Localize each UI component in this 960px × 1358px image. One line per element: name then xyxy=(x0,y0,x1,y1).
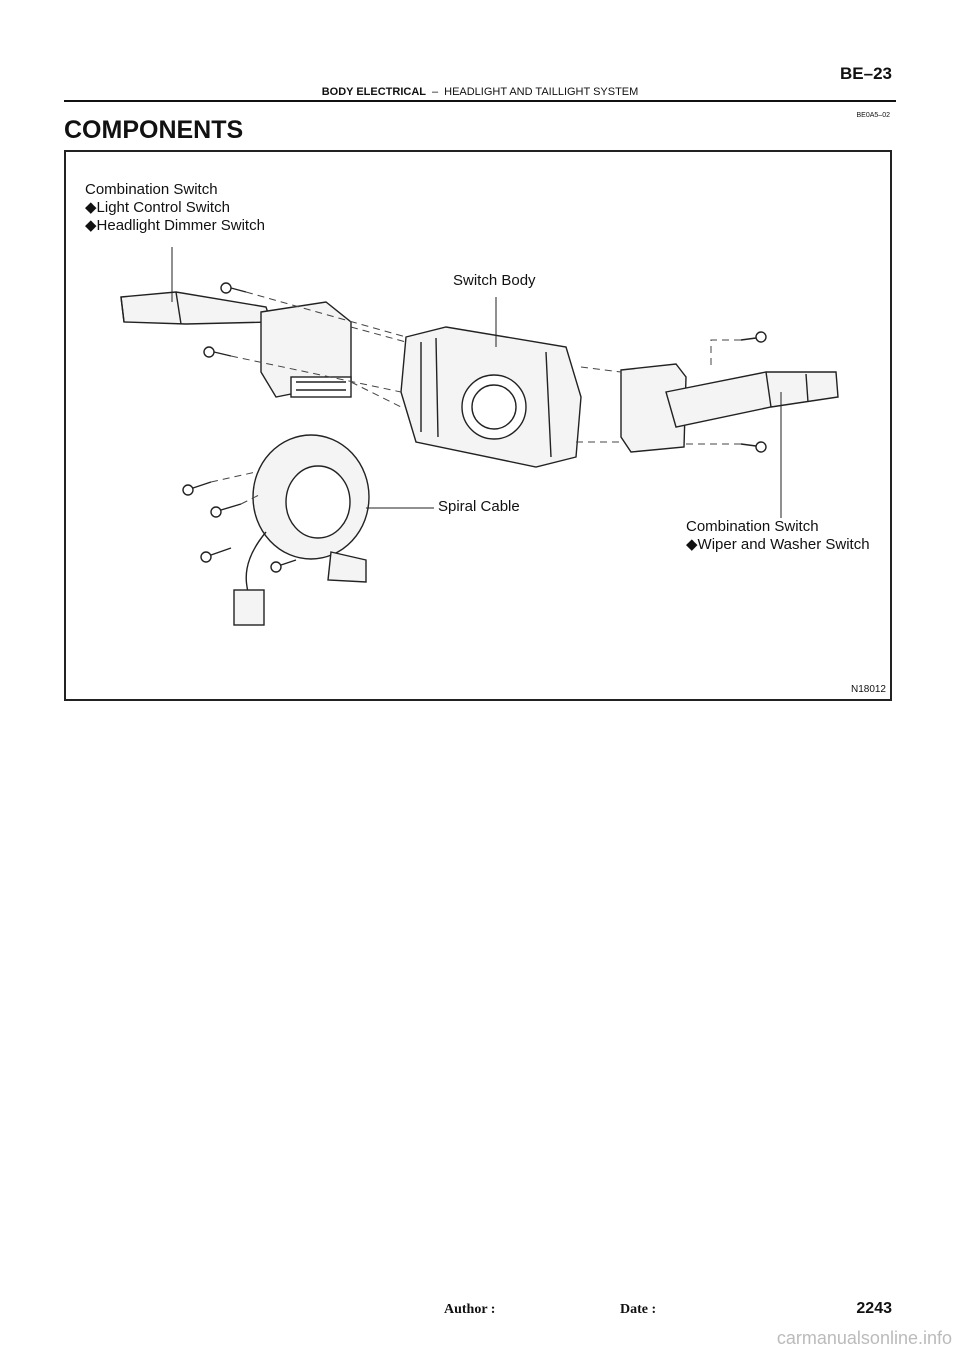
label-spiral-cable: Spiral Cable xyxy=(438,498,520,515)
header-rule xyxy=(64,100,896,102)
label-combination-switch-left: Combination Switch ◆Light Control Switch… xyxy=(85,181,265,235)
figure-code: N18012 xyxy=(850,684,886,695)
components-figure: Combination Switch ◆Light Control Switch… xyxy=(64,150,892,701)
section-subtitle: HEADLIGHT AND TAILLIGHT SYSTEM xyxy=(444,86,639,98)
author-label: Author : xyxy=(444,1302,496,1317)
page-code: BE–23 xyxy=(840,64,892,83)
doc-code: BE0A5–02 xyxy=(856,112,890,119)
label-combo-left-title: Combination Switch xyxy=(85,181,218,198)
label-switch-body: Switch Body xyxy=(453,272,536,289)
label-combo-right-title: Combination Switch xyxy=(686,518,819,535)
label-headlight-dimmer-switch: ◆Headlight Dimmer Switch xyxy=(85,217,265,234)
page-title: COMPONENTS xyxy=(64,116,244,144)
watermark: carmanualsonline.info xyxy=(776,1328,952,1348)
label-wiper-washer-switch: ◆Wiper and Washer Switch xyxy=(686,536,870,553)
section-header: BODY ELECTRICAL–HEADLIGHT AND TAILLIGHT … xyxy=(0,86,960,98)
section-separator: – xyxy=(432,86,439,98)
date-label: Date : xyxy=(620,1302,657,1317)
label-light-control-switch: ◆Light Control Switch xyxy=(85,199,230,216)
page-number: 2243 xyxy=(856,1300,892,1317)
section-title: BODY ELECTRICAL xyxy=(321,86,426,98)
exploded-diagram xyxy=(120,247,839,626)
label-combination-switch-right: Combination Switch ◆Wiper and Washer Swi… xyxy=(686,518,870,554)
